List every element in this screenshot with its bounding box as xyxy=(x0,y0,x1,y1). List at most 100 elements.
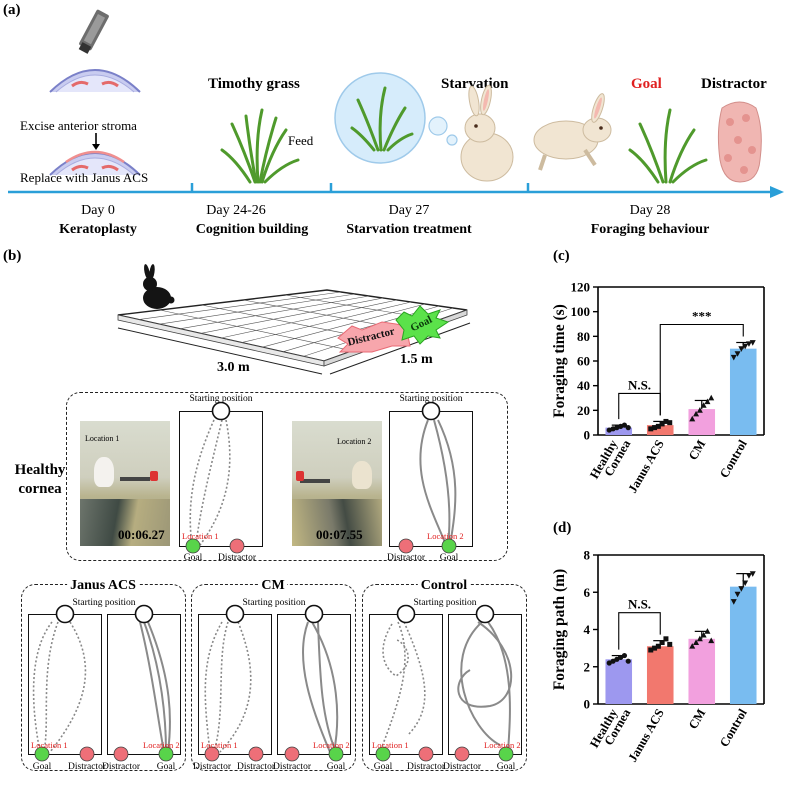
arena-cm-2 xyxy=(277,614,351,755)
data-point xyxy=(745,341,752,347)
grid-line xyxy=(262,303,426,348)
data-point xyxy=(659,640,665,646)
bar xyxy=(688,409,716,435)
bar xyxy=(729,348,757,435)
video-frame-1 xyxy=(80,421,170,546)
rabbit-silhouette-icon xyxy=(143,264,175,309)
loc2-h: Location 2 xyxy=(427,531,464,541)
start-label-h1: Starting position xyxy=(189,394,253,404)
data-point xyxy=(704,398,711,405)
cap-c1-distractor: Distractor xyxy=(193,762,231,772)
panel-a-label: (a) xyxy=(3,2,21,18)
cap-j2-distractor: Distractor xyxy=(102,762,140,772)
data-point xyxy=(689,643,696,649)
loc2-janus: Location 2 xyxy=(143,740,180,750)
data-point xyxy=(708,637,715,644)
arena-length-label: 3.0 m xyxy=(217,360,250,375)
start-label-control: Starting position xyxy=(413,598,477,608)
significance-label: *** xyxy=(692,309,712,324)
loc1-janus: Location 1 xyxy=(31,740,68,750)
photo1-location: Location 1 xyxy=(85,434,120,443)
bar xyxy=(688,638,716,704)
data-point xyxy=(749,340,756,346)
grid-line xyxy=(200,297,384,334)
cap-c2-goal: Goal xyxy=(326,762,346,772)
cap-c1-distractor-2: Distractor xyxy=(237,762,275,772)
y-tick-label: 20 xyxy=(577,403,590,418)
data-point xyxy=(749,571,756,577)
y-tick-label: 80 xyxy=(577,329,590,344)
distractor-object-icon xyxy=(717,101,762,183)
trephine-icon xyxy=(78,9,109,54)
data-point xyxy=(652,645,658,651)
data-point xyxy=(655,423,661,429)
grass-icon xyxy=(220,108,300,184)
data-point xyxy=(708,394,715,401)
loc1-cm: Location 1 xyxy=(201,740,238,750)
significance-bracket xyxy=(659,323,744,416)
location-dots xyxy=(34,538,514,762)
rabbit-photo-icon-2 xyxy=(352,461,372,489)
data-point xyxy=(745,573,752,579)
y-tick-label: 4 xyxy=(584,622,591,637)
data-point xyxy=(704,628,711,634)
starvation-title: Starvation xyxy=(441,76,509,92)
grid-line xyxy=(138,291,342,320)
data-point xyxy=(648,647,654,653)
rabbit-sitting-icon xyxy=(460,84,514,182)
data-point xyxy=(700,402,707,408)
eye-diagram-bottom xyxy=(49,150,141,176)
data-point xyxy=(625,658,631,664)
goal-marker-icon xyxy=(395,305,450,345)
phase-0: Keratoplasty xyxy=(59,222,137,237)
panel-d-label: (d) xyxy=(553,520,572,536)
bar xyxy=(646,646,674,704)
phase-3: Foraging behaviour xyxy=(590,222,710,237)
y-tick-label: 120 xyxy=(571,280,591,295)
bar xyxy=(646,425,674,435)
start-label-janus: Starting position xyxy=(72,598,136,608)
rabbit-photo-icon xyxy=(94,457,114,487)
significance-label: N.S. xyxy=(628,597,651,612)
group-label-janus: Janus ACS xyxy=(67,578,139,594)
goal-title: Goal xyxy=(631,76,662,92)
data-point xyxy=(696,635,703,642)
data-point xyxy=(648,426,654,432)
grid-line xyxy=(241,301,412,343)
data-point xyxy=(663,636,669,642)
data-point xyxy=(742,343,749,350)
y-axis-label: Foraging time (s) xyxy=(551,304,568,418)
cap-k1-goal: Goal xyxy=(373,762,393,772)
loc1-h: Location 1 xyxy=(182,531,219,541)
bar xyxy=(729,586,757,704)
grid-line xyxy=(179,295,370,330)
photo1-timestamp: 00:06.27 xyxy=(118,527,165,542)
panel-c-label: (c) xyxy=(553,248,570,264)
y-tick-label: 0 xyxy=(584,697,591,712)
significance-bracket xyxy=(618,612,661,650)
photo2-location: Location 2 xyxy=(337,437,372,446)
arena-control-1 xyxy=(369,614,443,755)
category-label: CM xyxy=(686,706,709,731)
bar xyxy=(605,659,633,704)
cap-h1-distractor: Distractor xyxy=(218,553,256,563)
data-point xyxy=(696,407,703,413)
day-2: Day 27 xyxy=(388,203,430,218)
eye-diagram-top xyxy=(49,69,141,93)
y-axis-label: Foraging path (m) xyxy=(551,569,568,690)
y-tick-label: 0 xyxy=(584,428,591,443)
cap-j1-goal: Goal xyxy=(32,762,52,772)
distractor-marker-icon xyxy=(337,321,415,353)
cap-j1-distractor: Distractor xyxy=(68,762,106,772)
significance-label: N.S. xyxy=(628,377,651,392)
group-label-control: Control xyxy=(417,578,471,594)
grid-line xyxy=(159,309,353,352)
data-point xyxy=(652,425,658,431)
loc1-control: Location 1 xyxy=(372,740,409,750)
cap-k2-goal: Goal xyxy=(496,762,516,772)
